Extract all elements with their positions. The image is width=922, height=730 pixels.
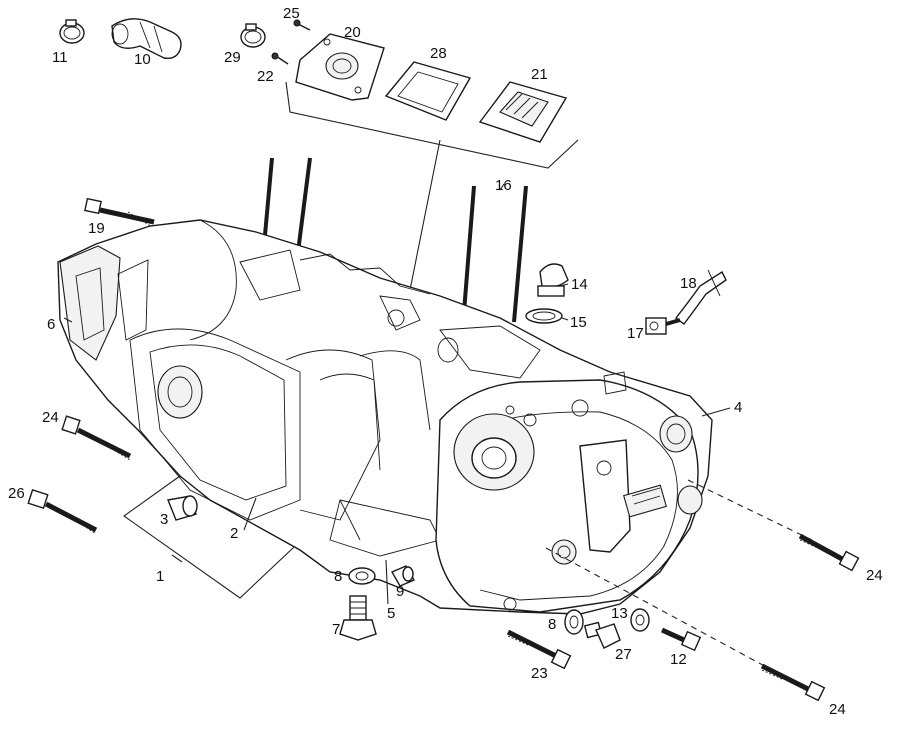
leader-lines: [63, 183, 731, 605]
clamp-part-11: [59, 19, 85, 44]
bolt-part-12: [660, 627, 702, 652]
callout-14: 14: [571, 276, 588, 293]
hose-part-10: [111, 18, 182, 60]
hose-part-18: [675, 269, 727, 325]
bolt-part-19: [84, 197, 155, 229]
callout-21: 21: [531, 66, 548, 83]
callout-26: 26: [8, 485, 25, 502]
callout-24-right-lower: 24: [829, 701, 846, 718]
plug-part-27: [583, 621, 621, 649]
bolt-part-24-left: [61, 415, 132, 461]
dowel-part-9: [391, 565, 415, 587]
callout-8-lower: 8: [548, 616, 557, 633]
leader-intake-group: [407, 139, 441, 301]
callout-22: 22: [257, 68, 274, 85]
callout-15: 15: [570, 314, 587, 331]
dashed-guide-lower: [545, 547, 773, 671]
fitting-part-17: [645, 317, 681, 335]
screw-part-25: [293, 19, 311, 31]
callout-18: 18: [680, 275, 697, 292]
callout-13: 13: [611, 605, 628, 622]
stud-bolts: [262, 157, 528, 323]
reed-valve-part-21: [478, 81, 568, 143]
bolt-part-24-right-upper: [798, 533, 860, 572]
washer-part-8-upper: [348, 567, 376, 585]
callout-16: 16: [495, 177, 512, 194]
intake-manifold-part-20: [295, 33, 385, 101]
dashed-guide-upper: [687, 479, 813, 541]
callout-12: 12: [670, 651, 687, 668]
callout-24-right-upper: 24: [866, 567, 883, 584]
washer-part-8-lower: [564, 609, 584, 635]
callout-11: 11: [52, 49, 68, 66]
callout-2: 2: [230, 525, 239, 542]
callout-6: 6: [47, 316, 56, 333]
callout-29: 29: [224, 49, 241, 66]
washer-part-13: [630, 608, 650, 632]
dowel-part-3: [167, 495, 198, 521]
bolt-part-26: [27, 488, 98, 535]
bolt-part-24-right-lower: [760, 663, 826, 702]
callout-10: 10: [134, 51, 151, 68]
clutch-cover-part-4: [435, 371, 703, 613]
callout-1: 1: [156, 568, 165, 585]
callout-5: 5: [387, 605, 396, 622]
callout-23: 23: [531, 665, 548, 682]
callout-20: 20: [344, 24, 361, 41]
callout-8-upper: 8: [334, 568, 343, 585]
callout-4: 4: [734, 399, 743, 416]
callout-7: 7: [332, 621, 341, 638]
gasket-part-28: [384, 61, 472, 121]
clamp-part-29: [240, 23, 266, 48]
screw-part-22: [271, 52, 289, 65]
callout-3: 3: [160, 511, 169, 528]
leader-1: [171, 554, 183, 563]
callout-24-left: 24: [42, 409, 59, 426]
callout-27: 27: [615, 646, 632, 663]
bracket-1: [123, 475, 311, 599]
bolt-part-23: [506, 629, 572, 670]
callout-25: 25: [283, 5, 300, 22]
callout-17: 17: [627, 325, 644, 342]
drain-plug-part-7: [339, 595, 377, 641]
callout-28: 28: [430, 45, 447, 62]
callout-9: 9: [396, 583, 405, 600]
bracket-intake-group: [285, 81, 579, 169]
callout-19: 19: [88, 220, 105, 237]
plug-part-14: [525, 263, 569, 324]
